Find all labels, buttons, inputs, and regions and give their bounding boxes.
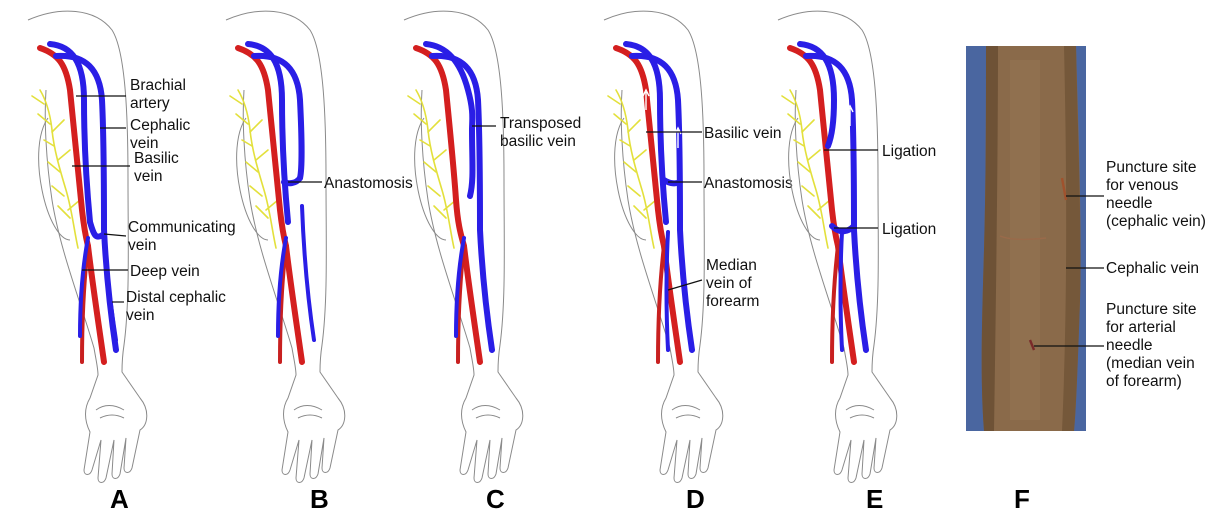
basilic-vein [248,44,288,222]
panel-letter-a: A [110,484,129,514]
radial-artery [286,246,302,362]
label-anastomosis: Anastomosis [324,175,413,192]
panel-e: Ligation Ligation E [778,11,936,514]
ulnar-artery [832,246,838,362]
radial-artery [88,246,104,362]
label-deep-vein: Deep vein [130,263,200,280]
ulnar-artery [658,246,664,362]
median-vein-of-forearm [841,232,843,350]
label-ligation-lower: Ligation [882,221,936,238]
label-ligation-upper: Ligation [882,143,936,160]
label-cephalic-vein-f: Cephalic vein [1106,260,1199,277]
brachial-artery [416,48,464,246]
basilic-vein [626,44,666,222]
radial-artery [464,246,480,362]
panel-letter-e: E [866,484,883,514]
label-anastomosis: Anastomosis [704,175,793,192]
basilic-vein [50,44,90,222]
median-vein-of-forearm [667,232,669,350]
cephalic-vein [432,56,492,350]
panel-b: Anastomosis B [226,11,413,514]
label-basilic-vein: Basilic vein [704,125,782,142]
panel-letter-b: B [310,484,329,514]
panel-letter-d: D [686,484,705,514]
panel-letter-f: F [1014,484,1030,514]
panel-letter-c: C [486,484,505,514]
distal-cephalic-vein [302,206,314,340]
